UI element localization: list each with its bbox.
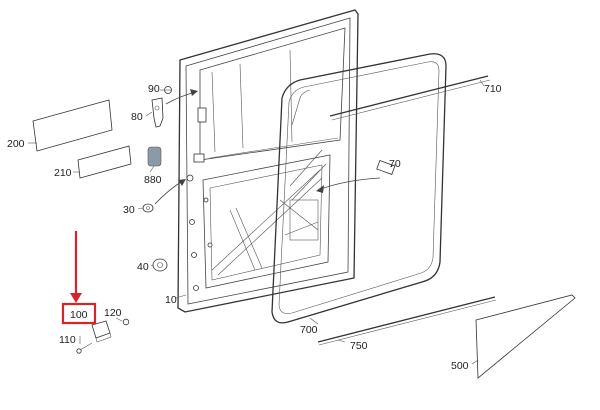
callout-200: 200 bbox=[7, 138, 25, 150]
callout-120: 120 bbox=[104, 307, 122, 319]
part-880-bumper bbox=[147, 146, 162, 167]
callout-110: 110 bbox=[59, 334, 76, 346]
part-750-strip bbox=[317, 296, 497, 346]
part-110-bolt bbox=[76, 342, 93, 354]
highlight-box bbox=[61, 302, 97, 325]
part-120-screw bbox=[122, 318, 130, 326]
leader-lines bbox=[28, 79, 485, 365]
part-80-bracket bbox=[151, 89, 198, 128]
callout-70: 70 bbox=[389, 158, 401, 170]
part-200-panel bbox=[32, 99, 113, 152]
part-40-roller bbox=[152, 258, 168, 272]
part-210-panel bbox=[77, 145, 132, 179]
callout-80: 80 bbox=[131, 111, 143, 123]
door-frame bbox=[177, 9, 359, 313]
callout-880: 880 bbox=[144, 174, 162, 186]
part-710-strip bbox=[329, 75, 491, 121]
callout-10: 10 bbox=[165, 294, 177, 306]
callout-500: 500 bbox=[451, 360, 469, 372]
callout-90: 90 bbox=[148, 83, 160, 95]
callout-40: 40 bbox=[137, 261, 149, 273]
part-500-glass bbox=[475, 294, 576, 379]
callout-750: 750 bbox=[350, 340, 368, 352]
part-30-washer bbox=[142, 179, 186, 213]
callout-710: 710 bbox=[484, 83, 502, 95]
window-seal-ring bbox=[271, 53, 447, 324]
callout-210: 210 bbox=[54, 167, 72, 179]
part-100-latch-block bbox=[91, 320, 112, 343]
callout-100: 100 bbox=[70, 309, 88, 321]
callout-700: 700 bbox=[300, 324, 318, 336]
callout-30: 30 bbox=[123, 204, 135, 216]
part-70-clip bbox=[316, 159, 396, 193]
highlight-arrow bbox=[70, 231, 82, 303]
part-90-screw bbox=[164, 86, 172, 94]
